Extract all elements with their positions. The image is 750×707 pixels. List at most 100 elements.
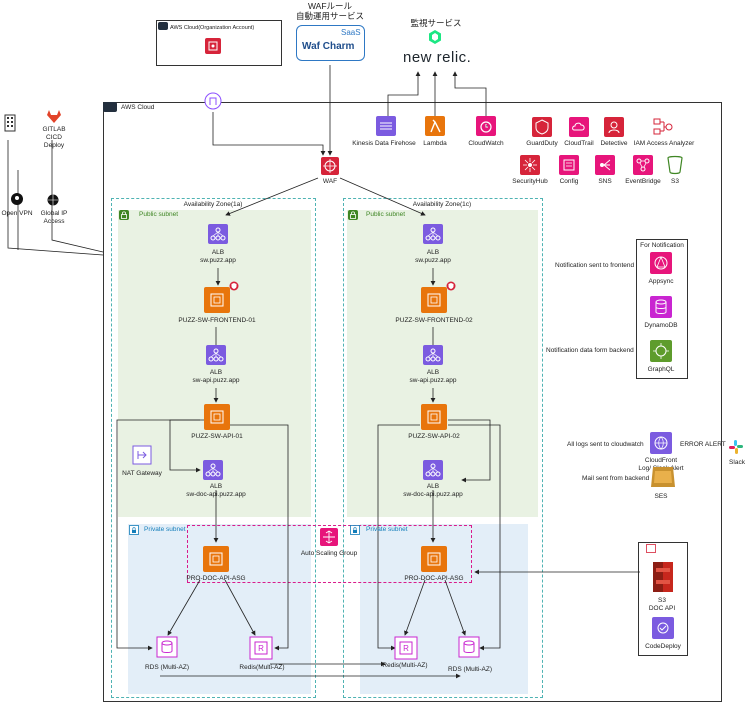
az1-alb3-icon [203, 460, 223, 480]
az1-doc-asg-ec2-icon [203, 546, 229, 572]
kinesis-icon [376, 116, 396, 136]
az1-alb1-label-1: ALB [211, 249, 225, 256]
az1-redis-label: Redis(Multi-AZ) [239, 664, 285, 671]
az1-frontend-ec2-icon [204, 287, 230, 313]
openvpn-label: Open VPN [1, 210, 33, 217]
auto-scaling-group-icon [320, 528, 338, 546]
mail-backend-label: Mail sent from backend [582, 475, 650, 482]
az2-frontend-label: PUZZ-SW-FRONTEND-02 [395, 317, 473, 324]
openvpn-icon [10, 192, 24, 206]
az1-api-label: PUZZ-SW-API-01 [191, 433, 243, 440]
ses-icon [649, 465, 677, 489]
slack-icon [729, 440, 743, 454]
sns-label: SNS [598, 178, 612, 185]
az2-doc-asg-ec2-icon [421, 546, 447, 572]
eventbridge-icon [633, 155, 653, 175]
az2-alb2-label-1: ALB [426, 369, 440, 376]
az2-title: Availability Zone(1c) [412, 201, 472, 208]
newrelic-logo-icon [428, 30, 442, 44]
waf-label: WAF [322, 178, 338, 185]
s3-doc-small-icon [646, 544, 656, 553]
org-account-aws-logo [158, 22, 168, 30]
az1-title: Availability Zone(1a) [183, 201, 243, 208]
global-ip-label-1: Global IP [40, 210, 68, 217]
newrelic-label: new relic. [403, 49, 472, 66]
az1-alb2-label-1: ALB [209, 369, 223, 376]
az2-shield-badge-icon [446, 281, 456, 291]
cloudtrail-icon [569, 117, 589, 137]
global-ip-label-2: Access [43, 218, 65, 225]
config-label: Config [559, 178, 579, 185]
az2-redis-icon: R [394, 636, 418, 660]
az1-shield-badge-icon [229, 281, 239, 291]
appsync-label: Appsync [648, 278, 674, 285]
az2-rds-label: RDS (Multi-AZ) [447, 666, 493, 673]
s3-label: S3 [671, 178, 679, 185]
error-alert-label: ERROR ALERT [680, 441, 726, 448]
s3-doc-label-1: S3 [658, 597, 666, 604]
az1-box [111, 198, 316, 698]
auto-scaling-group-label: Auto Scaling Group [300, 550, 358, 557]
cloudfront-icon [650, 432, 672, 454]
s3-doc-box [638, 542, 688, 656]
az2-private-subnet-label: Private subnet [366, 526, 408, 533]
wafcharm-box [296, 25, 365, 61]
az2-alb2-label-2: sw-api.puzz.app [409, 377, 457, 384]
az1-api-ec2-icon [204, 404, 230, 430]
codedeploy-icon [652, 617, 674, 639]
dynamodb-label: DynamoDB [644, 322, 678, 329]
az1-alb1-icon [208, 224, 228, 244]
sns-icon [595, 155, 615, 175]
iam-access-analyzer-label: IAM Access Analyzer [633, 140, 695, 147]
az1-private-subnet-label: Private subnet [144, 526, 186, 533]
svg-text:R: R [258, 644, 264, 653]
saas-label: SaaS [341, 28, 361, 37]
az1-frontend-label: PUZZ-SW-FRONTEND-01 [178, 317, 256, 324]
cloudwatch-label: CloudWatch [468, 140, 504, 147]
gitlab-label-1: GITLAB [42, 126, 66, 133]
svg-text:R: R [403, 644, 409, 653]
wafcharm-label: Waf Charm [302, 41, 355, 52]
lambda-label: Lambda [423, 140, 447, 147]
waf-rule-title-line1: WAFルール [307, 1, 353, 11]
global-ip-icon [47, 194, 59, 206]
az1-alb3-label-1: ALB [209, 483, 223, 490]
s3-doc-bucket-icon [652, 560, 674, 594]
az2-public-lock-icon [348, 210, 358, 220]
gitlab-icon [47, 110, 61, 123]
az1-alb2-label-2: sw-api.puzz.app [192, 377, 240, 384]
org-account-box [156, 20, 282, 66]
guardduty-icon [532, 117, 552, 137]
cloudfront-label-1: CloudFront [644, 457, 678, 464]
az2-frontend-ec2-icon [421, 287, 447, 313]
graphql-label: GraphQL [647, 366, 675, 373]
detective-label: Detective [600, 140, 628, 147]
az2-doc-asg-label: PRO-DOC-API-ASG [404, 575, 464, 582]
config-icon [559, 155, 579, 175]
organizations-icon [205, 38, 221, 54]
az2-api-label: PUZZ-SW-API-02 [408, 433, 460, 440]
for-notification-label: For Notification [640, 242, 684, 249]
notif-backend-label: Notification data form backend [546, 347, 634, 354]
guardduty-label: GuardDuty [526, 140, 558, 147]
az2-alb3-label-1: ALB [426, 483, 440, 490]
kinesis-label: Kinesis Data Firehose [352, 140, 416, 147]
dynamodb-icon [650, 296, 672, 318]
az1-alb3-label-2: sw-doc-api.puzz.app [186, 491, 246, 498]
detective-icon [604, 117, 624, 137]
az2-rds-icon [458, 636, 480, 658]
securityhub-label: SecurityHub [512, 178, 548, 185]
az2-alb1-label-2: sw.puzz.app [415, 257, 451, 264]
aws-cloud-logo [103, 102, 117, 112]
s3-doc-label-2: DOC API [648, 605, 676, 612]
securityhub-icon [520, 155, 540, 175]
az1-public-subnet-label: Public subnet [139, 211, 179, 218]
az1-public-lock-icon [119, 210, 129, 220]
logs-cloudwatch-label: All logs sent to cloudwatch [567, 441, 644, 448]
building-icon [4, 114, 16, 132]
az1-alb1-label-2: sw.puzz.app [200, 257, 236, 264]
notification-box [636, 239, 688, 379]
az2-api-ec2-icon [421, 404, 447, 430]
nat-gateway-label: NAT Gateway [122, 470, 162, 477]
slack-label: Slack [729, 459, 745, 466]
